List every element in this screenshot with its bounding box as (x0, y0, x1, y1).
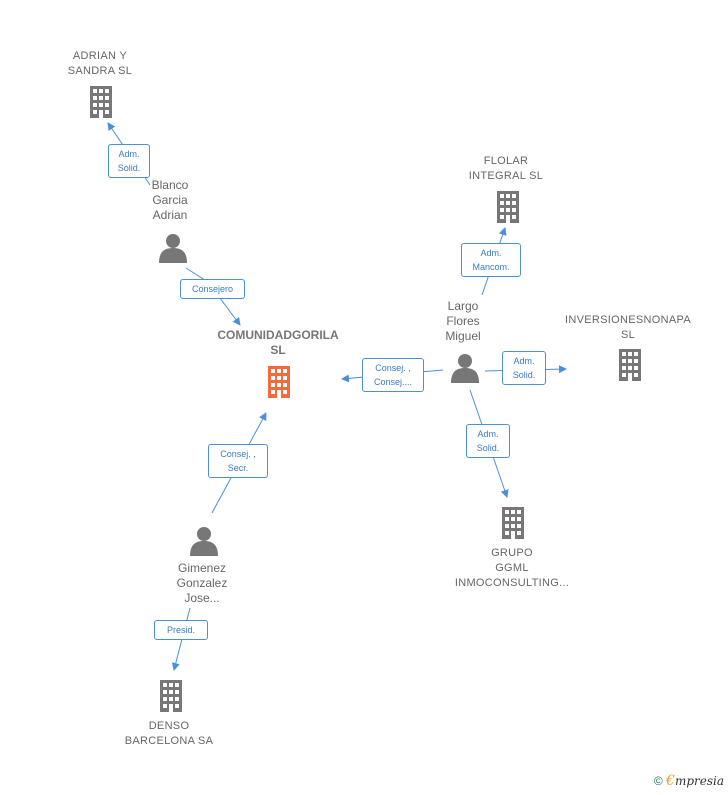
node-label-line: Garcia (152, 193, 188, 207)
node-label-line: Jose... (184, 591, 220, 605)
node-label-line: Gonzalez (176, 576, 228, 590)
node-gimenez-label[interactable]: Gimenez Gonzalez Jose... (162, 561, 242, 606)
node-label-line: INVERSIONESNONAPA (565, 314, 691, 326)
edge-label-line: Solid. (476, 443, 500, 453)
node-label-line: BARCELONA SA (124, 735, 214, 747)
node-blanco-label[interactable]: Blanco Garcia Adrian (130, 178, 210, 223)
edge-label-gimenez-denso[interactable]: Presid. (154, 620, 208, 640)
edge-label-line: Consej.... (373, 377, 413, 387)
node-label-line: Blanco (151, 178, 189, 192)
building-icon[interactable] (268, 366, 290, 398)
building-icon[interactable] (502, 507, 524, 539)
node-label-line: SL (270, 343, 286, 357)
edge-label-largo-flolar[interactable]: Adm. Mancom. (461, 243, 521, 277)
edge-label-line: Solid. (117, 163, 141, 173)
person-icon[interactable] (159, 234, 187, 263)
edge-label-largo-center[interactable]: Consej. , Consej.... (362, 358, 424, 392)
node-label-line: GGML (495, 562, 529, 574)
brand-logo-letter: € (666, 773, 675, 789)
edge-label-line: Consej. , (375, 363, 411, 373)
building-icon[interactable] (90, 86, 112, 118)
edge-label-line: Mancom. (472, 262, 510, 272)
edge-label-line: Presid. (166, 625, 195, 635)
edge-label-line: Secr. (227, 463, 249, 473)
node-center-label[interactable]: COMUNIDADGORILA SL (204, 328, 352, 358)
node-denso-label[interactable]: DENSO BARCELONA SA (114, 719, 224, 749)
node-label-line: Miguel (445, 329, 481, 343)
edge-label-largo-inversiones[interactable]: Adm. Solid. (502, 351, 546, 385)
edge-label-line: Consejero (191, 284, 234, 294)
building-icon[interactable] (160, 680, 182, 712)
edge-label-line: Adm. (118, 149, 140, 159)
building-icon[interactable] (619, 349, 641, 381)
edge-label-line: Adm. (480, 248, 502, 258)
node-label-line: SANDRA SL (67, 65, 133, 77)
edge-label-largo-grupo[interactable]: Adm. Solid. (466, 424, 510, 458)
edge-label-line: Adm. (513, 356, 535, 366)
edge-label-line: Solid. (512, 370, 536, 380)
node-label-line: GRUPO (491, 547, 533, 559)
node-largo-label[interactable]: Largo Flores Miguel (423, 299, 503, 344)
node-adrian-sandra-label[interactable]: ADRIAN Y SANDRA SL (50, 49, 150, 79)
person-icon[interactable] (451, 354, 479, 383)
node-label-line: FLOLAR (483, 155, 529, 167)
node-label-line: DENSO (148, 720, 190, 732)
node-label-line: INTEGRAL SL (468, 170, 544, 182)
node-label-line: Largo (447, 299, 479, 313)
brand-footer[interactable]: © €mpresia (654, 773, 724, 789)
node-label-line: SL (620, 329, 636, 341)
edge-label-line: Consej. , (220, 449, 256, 459)
node-label-line: Flores (446, 314, 480, 328)
brand-logo-text: mpresia (674, 774, 724, 788)
edge-label-line: Adm. (477, 429, 499, 439)
edge-label-blanco-center[interactable]: Consejero (180, 279, 245, 299)
copyright-icon: © (653, 774, 663, 788)
node-label-line: COMUNIDADGORILA (217, 328, 339, 342)
node-label-line: ADRIAN Y (72, 50, 128, 62)
node-flolar-label[interactable]: FLOLAR INTEGRAL SL (456, 154, 556, 184)
node-label-line: Adrian (152, 208, 188, 222)
node-inversiones-label[interactable]: INVERSIONESNONAPA SL (558, 313, 698, 343)
node-grupo-label[interactable]: GRUPO GGML INMOCONSULTING... (447, 546, 577, 591)
edge-label-blanco-adrian[interactable]: Adm. Solid. (108, 144, 150, 178)
edge-label-gimenez-center[interactable]: Consej. , Secr. (208, 444, 268, 478)
node-label-line: INMOCONSULTING... (454, 577, 570, 589)
person-icon[interactable] (190, 527, 218, 556)
building-icon[interactable] (497, 191, 519, 223)
node-label-line: Gimenez (177, 561, 227, 575)
